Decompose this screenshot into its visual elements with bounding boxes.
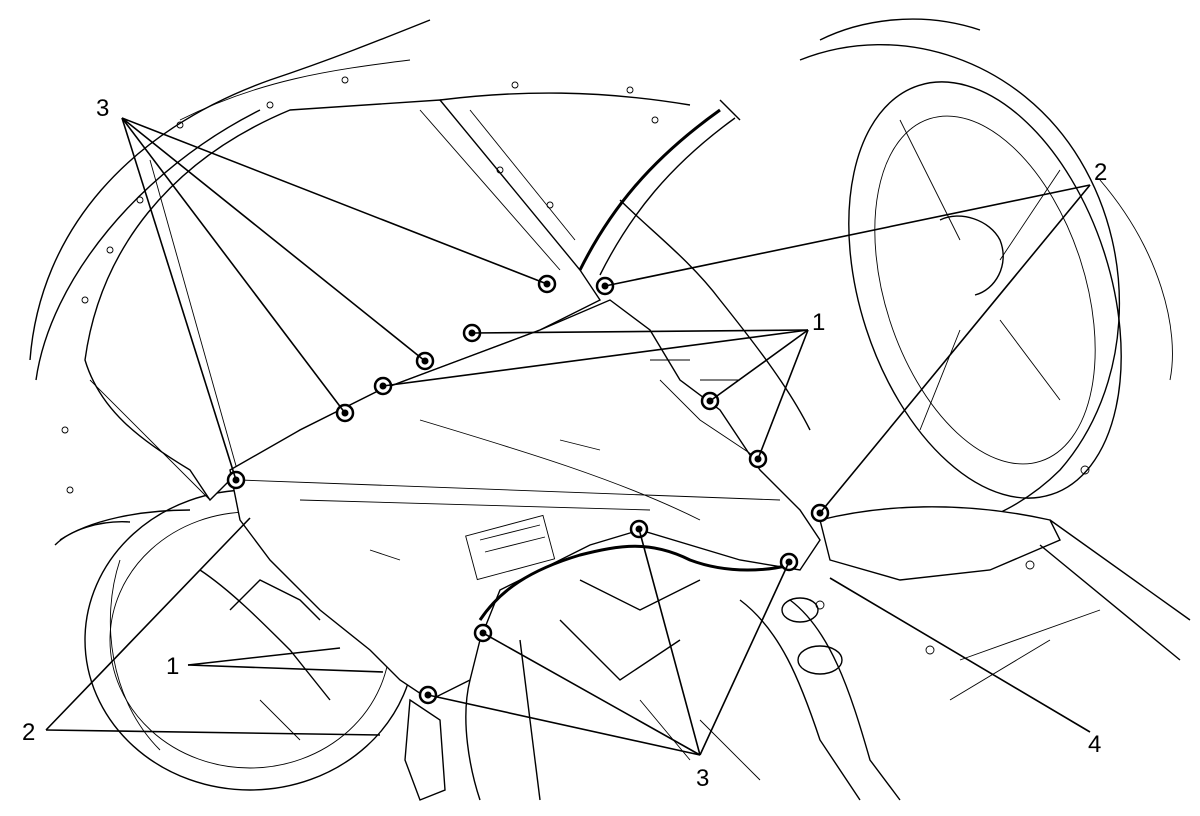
callout-1-lower: 1 (166, 653, 179, 680)
vehicle-underbody-artwork (29, 18, 1191, 801)
leader-lines (45, 117, 1091, 756)
callout-4: 4 (1088, 731, 1101, 758)
callout-1-upper: 1 (812, 309, 825, 336)
callout-3-lower: 3 (696, 765, 709, 792)
panel-screw-heads (61, 76, 1090, 655)
callout-2-left: 2 (22, 719, 35, 746)
callout-3-upper: 3 (96, 95, 109, 122)
callout-2-right: 2 (1094, 159, 1107, 186)
callout-labels: 3 2 1 1 2 3 4 (22, 95, 1107, 792)
